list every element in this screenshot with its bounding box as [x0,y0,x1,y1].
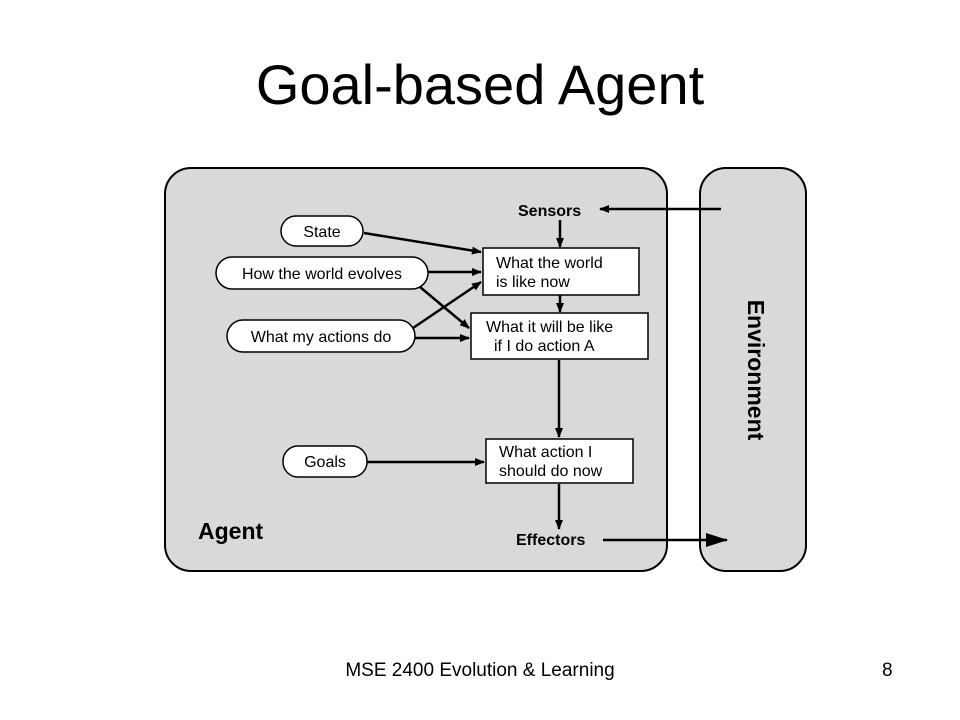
goals-label: Goals [304,454,346,471]
action-line-1: What action I [499,444,592,461]
state-label: State [303,224,340,241]
will-be-line-1: What it will be like [486,319,613,336]
slide-title: Goal-based Agent [255,53,705,116]
actions-do-oval [226,319,416,353]
agent-panel [164,167,668,572]
will-be-label: What it will be like if I do action A [486,319,618,355]
environment-panel [699,167,807,572]
action-box [485,438,634,484]
world-now-line-1: What the world [496,255,603,272]
footer-page-number: 8 [882,660,893,681]
world-now-line-2: is like now [496,274,570,291]
arrow-actions-to-world [412,280,482,330]
action-line-2: should do now [499,463,603,480]
world-now-box [482,247,640,296]
arrow-state-to-world [363,231,482,255]
sensors-label: Sensors [518,203,581,220]
environment-label: Environment [743,300,769,441]
state-oval [280,215,364,247]
actions-do-label: What my actions do [251,329,392,346]
agent-label: Agent [198,518,264,544]
effectors-label: Effectors [516,532,585,549]
world-now-label: What the world is like now [496,255,607,291]
will-be-line-2: if I do action A [494,338,595,355]
footer-course: MSE 2400 Evolution & Learning [345,660,615,681]
world-evolves-label: How the world evolves [242,266,402,283]
will-be-box [470,312,649,360]
action-label: What action I should do now [499,444,603,480]
